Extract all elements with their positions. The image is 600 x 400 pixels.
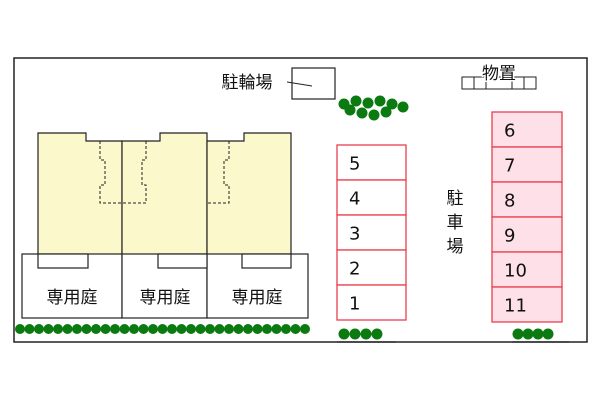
hedge-shrub (290, 324, 301, 334)
hedge-shrub (224, 324, 234, 334)
hedge-shrub (386, 98, 398, 110)
hedge-shrub (362, 97, 374, 109)
hedge-shrub (34, 324, 44, 334)
hedge-shrub (195, 324, 206, 334)
hedge-shrub (43, 324, 54, 334)
hedge-shrub (300, 324, 310, 334)
storage-box (461, 76, 537, 90)
hedge-shrub (338, 328, 350, 340)
parking-right-slot-number: 11 (504, 296, 527, 317)
private-gardens: 専用庭 専用庭 専用庭 (21, 253, 309, 319)
hedge-shrub (72, 324, 82, 334)
unit-1 (37, 132, 123, 259)
unit-3 (206, 132, 292, 259)
hedge-shrub (214, 324, 225, 334)
hedges (15, 95, 554, 340)
parking-right-slot-number: 8 (504, 191, 515, 212)
parking-left-slot (336, 284, 407, 321)
parking-right-slot-number: 6 (504, 121, 515, 142)
parking-right-slot-number: 10 (504, 261, 527, 282)
hedge-shrub (371, 328, 383, 340)
hedge-shrub (281, 324, 291, 334)
garden-label-2: 専用庭 (140, 288, 191, 308)
parking-right-slot (491, 216, 563, 253)
parking-left-slot-number: 1 (349, 294, 360, 315)
hedge-shrub (100, 324, 111, 334)
hedge-shrub (356, 107, 368, 119)
parking-left-slot-number: 5 (349, 154, 360, 175)
hedge-shrub (252, 324, 263, 334)
hedge-shrub (344, 104, 356, 116)
stair-outline-2 (122, 141, 147, 204)
parking-left-slot (336, 144, 407, 181)
parking-right-slot (491, 146, 563, 183)
parking-right-slot-number: 7 (504, 156, 515, 177)
stair-outline-1 (99, 141, 122, 204)
parking-right-slot (491, 286, 563, 323)
hedge-shrub (512, 328, 524, 340)
hedge-shrub (360, 328, 372, 340)
parking-left-column: 5 4 3 2 1 (336, 144, 407, 321)
building (37, 132, 292, 259)
parking-left-slot (336, 249, 407, 286)
bicycle-parking-leader (286, 81, 313, 87)
step-2 (157, 253, 208, 269)
parking-left-slot (336, 214, 407, 251)
hedge-shrub (176, 324, 187, 334)
hedge-shrub (542, 328, 554, 340)
hedge-shrub (397, 101, 409, 113)
hedge-shrub (15, 324, 25, 334)
parking-right-slot-number: 9 (504, 226, 515, 247)
parking-left-slot-number: 2 (349, 259, 360, 280)
hedge-shrub (205, 324, 215, 334)
stair-outline-3 (207, 141, 230, 204)
parking-right-column: 6 7 8 9 10 11 (491, 111, 563, 323)
parking-left-slot-number: 3 (349, 224, 360, 245)
parking-right-slot (491, 181, 563, 218)
hedge-shrub (81, 324, 92, 334)
hedge-shrub (271, 324, 282, 334)
hedge-shrub (110, 324, 120, 334)
hedge-shrub (368, 109, 380, 121)
parking-right-slot (491, 111, 563, 148)
storage-label: 物置 (482, 64, 516, 84)
hedge-shrub (148, 324, 158, 334)
garden-label-1: 専用庭 (47, 288, 98, 308)
parking-left-slot (336, 179, 407, 216)
hedge-shrub (119, 324, 130, 334)
bicycle-parking-box (291, 67, 336, 100)
hedge-shrub (157, 324, 168, 334)
hedge-shrub (186, 324, 196, 334)
hedge-shrub (350, 95, 362, 107)
parking-left-slot-number: 4 (349, 189, 360, 210)
hedge-shrub (380, 106, 392, 118)
hedge-shrub (138, 324, 149, 334)
garden-label-3: 専用庭 (232, 288, 283, 308)
parking-label-1: 駐 (447, 189, 464, 209)
hedge-shrub (233, 324, 244, 334)
hedge-shrub (91, 324, 101, 334)
hedge-shrub (24, 324, 35, 334)
hedge-shrub (53, 324, 63, 334)
hedge-shrub (129, 324, 139, 334)
hedge-shrub (262, 324, 272, 334)
step-1 (37, 253, 89, 269)
hedge-shrub (243, 324, 253, 334)
parking-right-slot (491, 251, 563, 288)
step-3 (241, 253, 292, 269)
hedge-shrub (62, 324, 73, 334)
bicycle-parking-label: 駐輪場 (222, 73, 273, 93)
hedge-shrub (374, 95, 386, 107)
parking-label-3: 場 (447, 237, 464, 257)
parking-label-2: 車 (447, 213, 464, 233)
unit-2 (121, 132, 208, 259)
hedge-shrub (532, 328, 544, 340)
hedge-shrub (349, 328, 361, 340)
hedge-shrub (167, 324, 177, 334)
hedge-shrub (522, 328, 534, 340)
